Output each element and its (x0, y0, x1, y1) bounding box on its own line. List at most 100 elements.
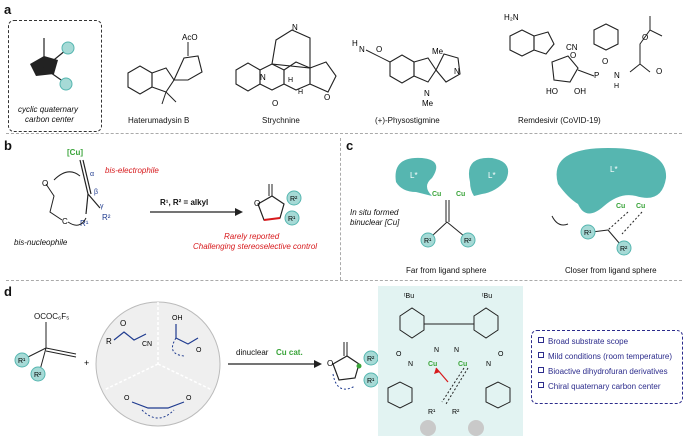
svg-text:O: O (327, 359, 333, 368)
compound-name-strychnine: Strychnine (262, 116, 300, 125)
svg-text:R¹: R¹ (18, 358, 26, 365)
svg-text:R: R (106, 337, 112, 346)
bis-electrophile-label: bis-electrophile (105, 166, 159, 175)
panel-a-letter: a (4, 2, 12, 17)
svg-text:R¹: R¹ (424, 238, 432, 245)
dihydrofuran-product: O R² R¹ (327, 342, 379, 390)
svg-text:L*: L* (488, 171, 496, 180)
svg-text:CN: CN (142, 341, 152, 348)
svg-text:O: O (124, 395, 130, 402)
svg-text:H: H (352, 39, 358, 48)
svg-text:H: H (288, 77, 293, 84)
quaternary-center-inset (8, 20, 102, 132)
compound-name-remdesivir: Remdesivir (CoVID-19) (518, 116, 601, 125)
svg-text:N: N (434, 347, 439, 354)
features-box: Broad substrate scope Mild conditions (r… (531, 330, 683, 404)
svg-text:β: β (94, 189, 98, 196)
quaternary-center-icon (30, 38, 75, 91)
note-stereoselective: Challenging stereoselective control (193, 242, 318, 251)
bullet-square-icon (538, 367, 544, 373)
svg-text:H₂N: H₂N (504, 13, 519, 22)
svg-text:L*: L* (610, 165, 618, 174)
svg-text:O: O (120, 319, 126, 328)
bis-nucleophile-label: bis-nucleophile (14, 238, 68, 247)
svg-text:N: N (260, 73, 266, 82)
svg-text:R²: R² (367, 356, 375, 363)
svg-text:OH: OH (574, 87, 586, 96)
svg-text:N: N (614, 71, 620, 80)
divider-b-c (340, 138, 341, 280)
divider-bc-d (6, 280, 682, 281)
svg-text:R¹: R¹ (367, 378, 375, 385)
svg-text:O: O (498, 351, 504, 358)
cu-label: [Cu] (67, 148, 83, 157)
physostigmine-structure: HN O NMe N Me (352, 39, 461, 108)
propargylic-substrate: R¹ R² + (14, 322, 89, 382)
svg-text:O: O (376, 45, 382, 54)
reaction-arrow-d (228, 360, 322, 368)
svg-text:R²: R² (464, 238, 472, 245)
divider-a-bc (6, 133, 682, 134)
svg-text:Cu: Cu (636, 203, 645, 210)
svg-text:H: H (614, 83, 619, 90)
catalyst-label-cat: Cu cat. (276, 348, 303, 357)
compound-name-physostigmine: (+)-Physostigmine (375, 116, 440, 125)
svg-text:O: O (254, 199, 260, 208)
svg-text:O: O (196, 347, 202, 354)
closer-ligand-caption: Closer from ligand sphere (565, 266, 657, 275)
svg-text:Me: Me (432, 47, 444, 56)
haterumadysin-b-structure: AcO (127, 33, 203, 105)
svg-text:R²: R² (452, 409, 460, 416)
svg-text:HO: HO (546, 87, 558, 96)
svg-text:N: N (292, 23, 298, 32)
strychnine-structure: NN OO HH (235, 23, 337, 108)
svg-text:R²: R² (620, 246, 628, 253)
svg-text:L*: L* (410, 171, 418, 180)
feature-item: Bioactive dihydrofuran derivatives (538, 364, 676, 379)
svg-text:Cu: Cu (428, 361, 437, 368)
svg-text:N: N (424, 89, 430, 98)
svg-text:+: + (84, 358, 89, 368)
svg-text:ᵗBu: ᵗBu (404, 293, 414, 300)
svg-text:OH: OH (172, 315, 183, 322)
panel-d-letter: d (4, 284, 12, 299)
feature-item: Chiral quaternary carbon center (538, 379, 676, 394)
svg-text:Cu: Cu (616, 203, 625, 210)
svg-text:O: O (324, 93, 330, 102)
svg-text:R²: R² (290, 196, 298, 203)
bullet-square-icon (538, 382, 544, 388)
feature-item: Broad substrate scope (538, 334, 676, 349)
svg-text:R²: R² (102, 213, 111, 222)
svg-text:P: P (594, 71, 599, 80)
svg-text:N: N (454, 67, 460, 76)
svg-text:R¹: R¹ (80, 219, 89, 228)
svg-text:O: O (570, 51, 576, 60)
inset-label-line2: carbon center (25, 115, 74, 124)
svg-text:O: O (42, 179, 48, 188)
svg-text:R¹: R¹ (288, 216, 296, 223)
svg-text:O: O (602, 57, 608, 66)
svg-text:CN: CN (566, 43, 578, 52)
svg-text:R¹: R¹ (428, 409, 436, 416)
svg-text:H: H (298, 89, 303, 96)
svg-text:AcO: AcO (182, 33, 198, 42)
svg-text:N: N (454, 347, 459, 354)
svg-text:Cu: Cu (432, 191, 441, 198)
svg-text:Me: Me (422, 99, 434, 108)
svg-text:R²: R² (34, 372, 42, 379)
svg-text:C: C (62, 217, 68, 226)
insitu-label-line2: binuclear [Cu] (350, 218, 400, 227)
far-ligand-caption: Far from ligand sphere (406, 266, 487, 275)
svg-text:N: N (359, 45, 365, 54)
svg-text:O: O (396, 351, 402, 358)
svg-text:N: N (486, 361, 491, 368)
feature-item: Mild conditions (room temperature) (538, 349, 676, 364)
panel-b-letter: b (4, 138, 12, 153)
bullet-square-icon (538, 337, 544, 343)
